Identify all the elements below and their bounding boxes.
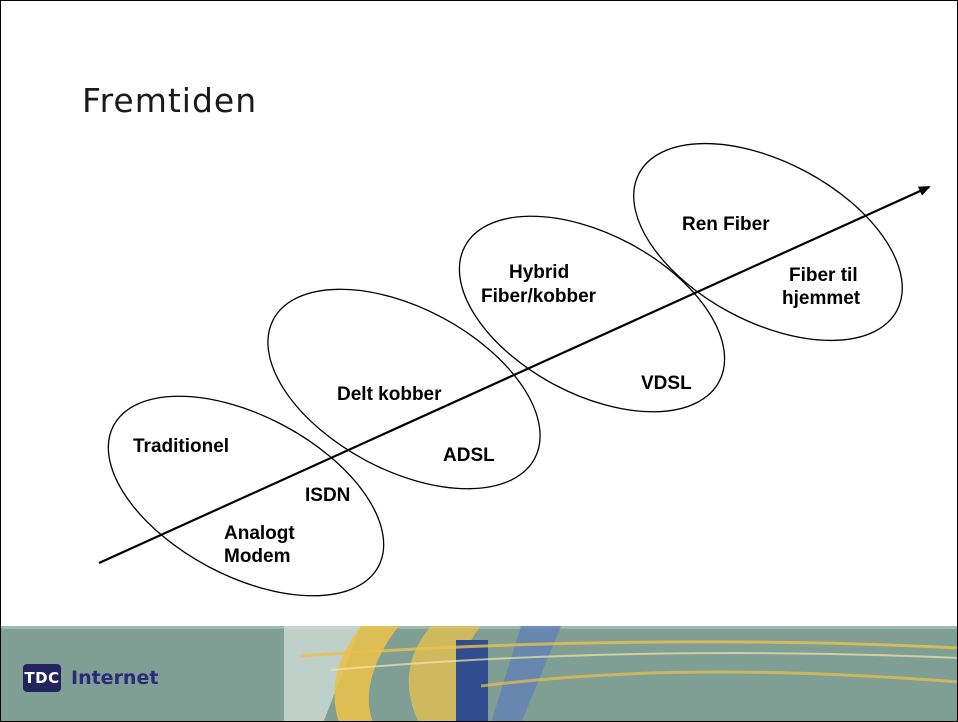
slide-title: Fremtiden [82,81,258,120]
label-isdn: ISDN [305,485,350,506]
label-hybrid: Hybrid Fiber/kobber [481,262,597,307]
technology-evolution-diagram: Traditionel ISDN Analogt Modem Delt kobb… [98,142,931,597]
label-delt-kobber: Delt kobber [337,384,442,405]
stage-ellipse-hybrid [458,215,726,413]
evolution-arrow [98,185,931,565]
footer-band [1,626,957,721]
label-analog-modem: Analogt Modem [224,523,300,567]
stage-ellipse-shared-copper [267,288,541,490]
tdc-logo-mark: TDC [23,664,61,692]
label-ren-fiber: Ren Fiber [682,214,770,235]
label-traditionel: Traditionel [133,436,229,457]
logo-wordmark: Internet [71,667,159,689]
label-vdsl: VDSL [641,373,692,394]
label-adsl: ADSL [443,445,495,466]
tdc-internet-logo: TDC Internet [23,664,158,692]
stage-ellipse-pure-fiber [633,142,903,342]
label-fiber-til-hjemmet: Fiber til hjemmet [782,265,863,309]
stage-ellipse-traditional [107,395,385,597]
